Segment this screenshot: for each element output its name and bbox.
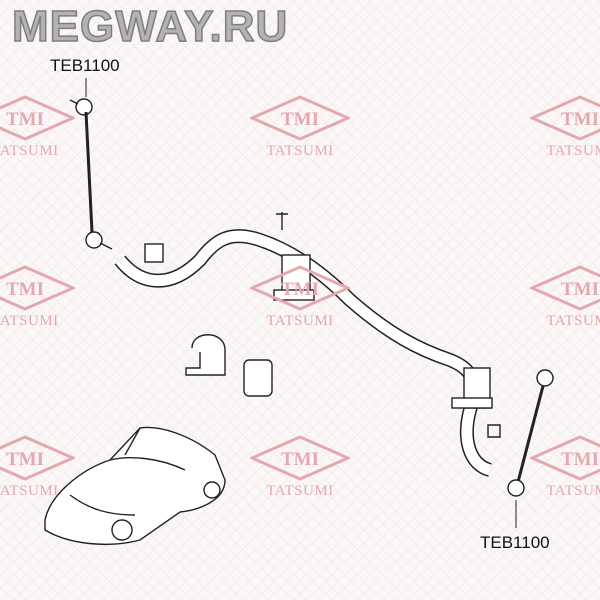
clamp-and-bushing [185, 334, 273, 397]
site-watermark: MEGWAY.RU [11, 1, 289, 52]
car-locator-illustration [44, 426, 226, 546]
left-stabilizer-link [69, 78, 113, 250]
part-label-bottom-right: TEB1100 [480, 533, 550, 552]
stabilizer-bar [114, 212, 501, 477]
right-stabilizer-link [507, 369, 554, 528]
part-label-top-left: TEB1100 [50, 56, 120, 75]
